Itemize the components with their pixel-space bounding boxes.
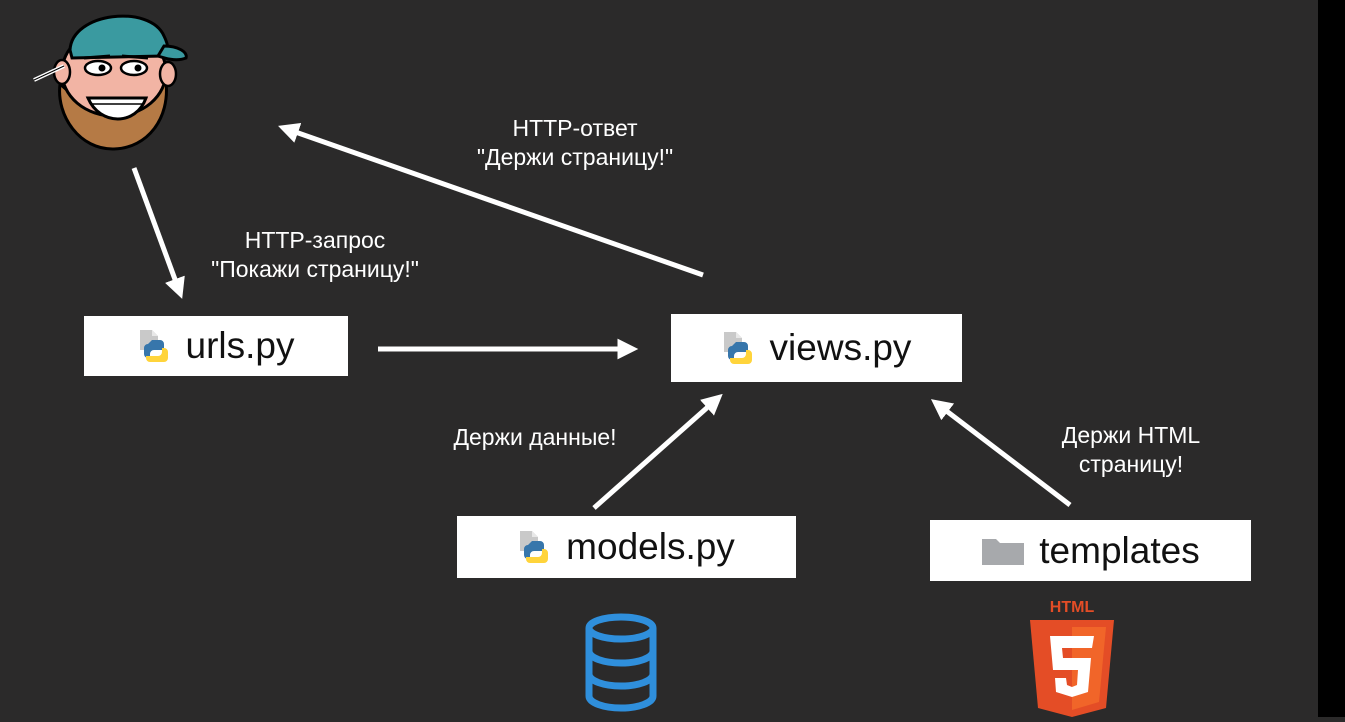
database-icon — [582, 612, 660, 717]
folder-icon — [981, 536, 1025, 566]
request-label-line2: "Покажи страницу!" — [211, 256, 419, 282]
python-file-icon — [722, 330, 756, 366]
html5-badge-text: HTML — [1050, 599, 1095, 616]
html-page-label-line2: страницу! — [1078, 451, 1184, 477]
request-label: HTTP-запрос "Покажи страницу!" — [180, 226, 450, 284]
templates-folder-box: templates — [930, 520, 1251, 581]
bearded-man-avatar-icon — [30, 6, 190, 161]
arrow-models-to-views — [592, 393, 723, 510]
urls-file-box: urls.py — [84, 316, 348, 376]
response-label-line1: HTTP-ответ — [512, 115, 638, 141]
templates-folder-name: templates — [1039, 529, 1200, 571]
views-file-box: views.py — [671, 314, 962, 382]
urls-file-name: urls.py — [185, 325, 295, 366]
models-file-name: models.py — [566, 526, 735, 567]
html5-logo-icon: HTML — [1024, 596, 1120, 722]
arrow-response — [278, 122, 704, 278]
arrow-request — [131, 167, 185, 299]
models-file-box: models.py — [457, 516, 796, 578]
python-file-icon — [138, 328, 172, 364]
right-edge-bar — [1318, 0, 1345, 717]
request-label-line1: HTTP-запрос — [244, 227, 386, 253]
arrow-templates-to-views — [930, 399, 1072, 507]
python-file-icon — [518, 529, 552, 565]
data-label: Держи данные! — [453, 424, 617, 450]
response-label: HTTP-ответ "Держи страницу!" — [440, 114, 710, 172]
views-file-name: views.py — [769, 327, 912, 368]
html-page-label: Держи HTML страницу! — [1016, 421, 1246, 479]
response-label-line2: "Держи страницу!" — [476, 144, 674, 170]
html-page-label-line1: Держи HTML — [1061, 422, 1201, 448]
